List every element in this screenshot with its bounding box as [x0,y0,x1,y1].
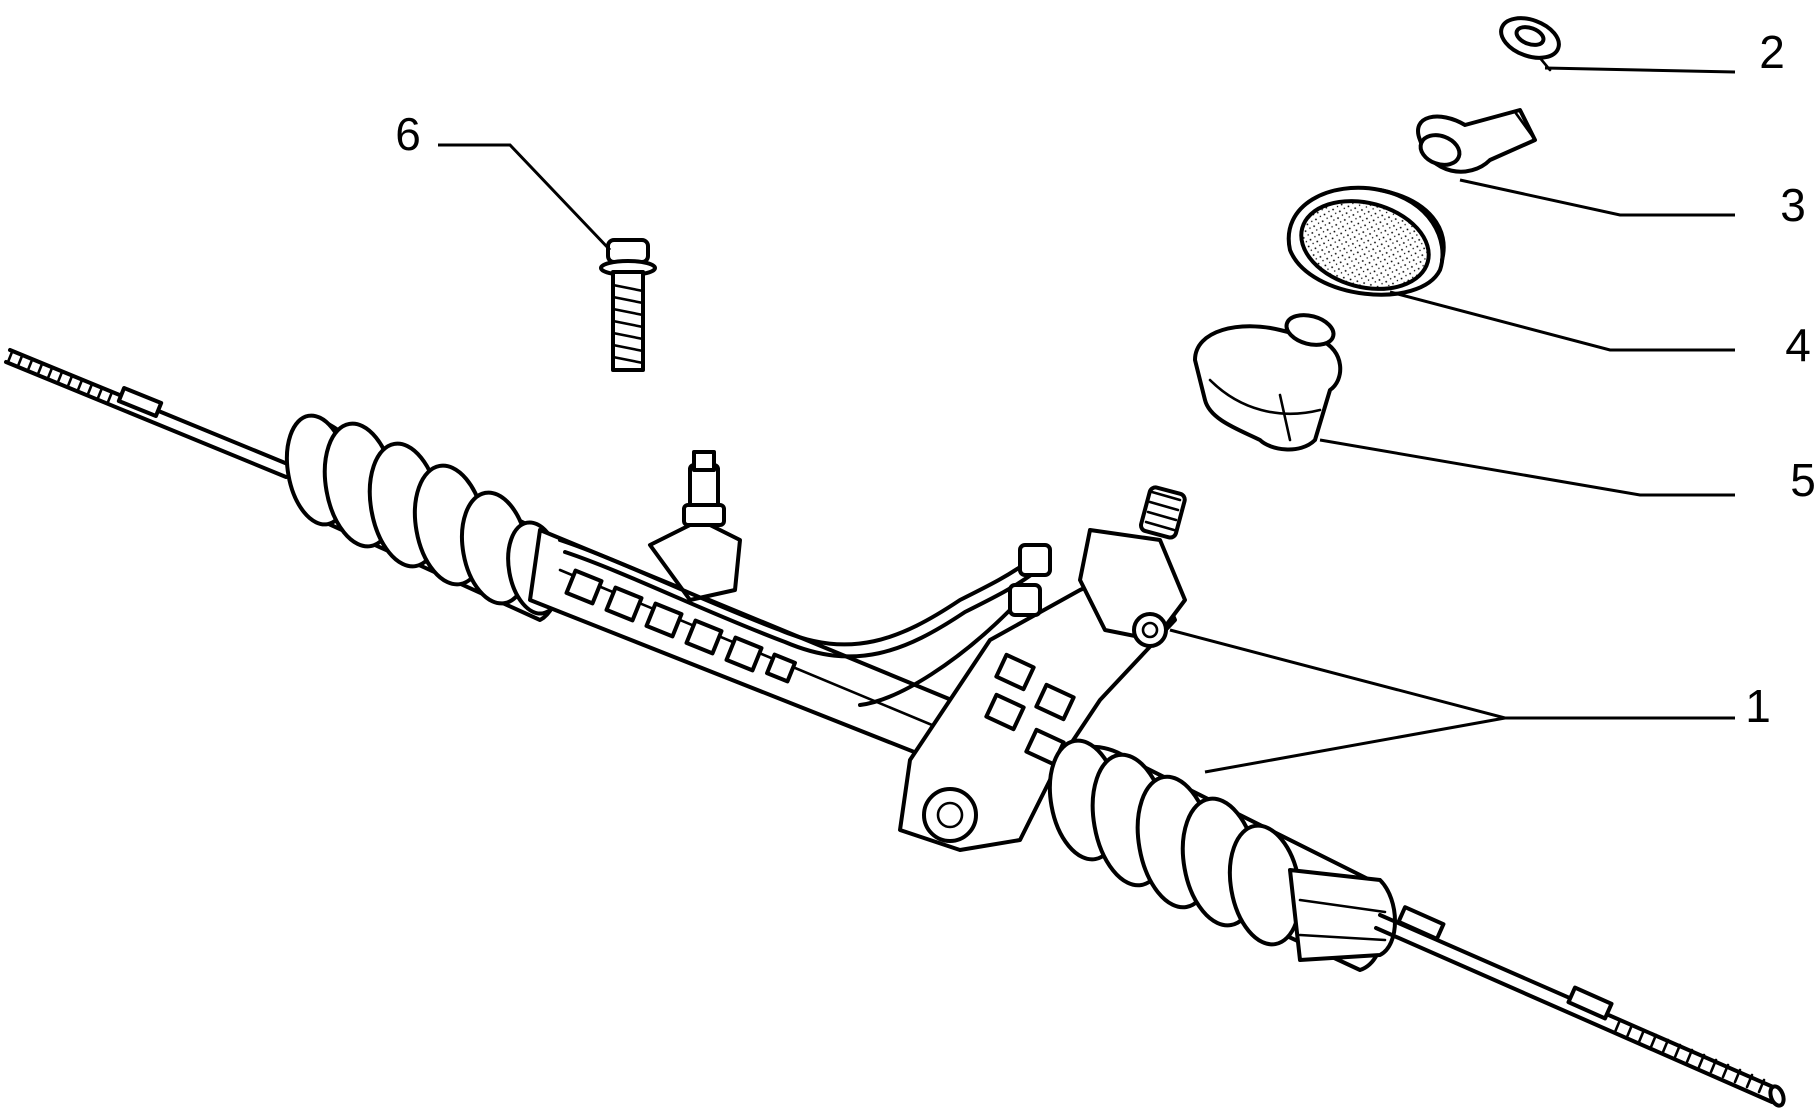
leader-line-1b [1204,716,1506,774]
pinion-valve-housing [898,485,1187,852]
leader-lines [438,66,1736,774]
leader-line-6 [438,143,612,252]
part-2-retaining-clip [1499,16,1561,72]
leader-line-5 [1319,438,1735,497]
callout-2: 2 [1759,26,1785,78]
callout-1: 1 [1745,680,1771,732]
right-boot [1047,738,1397,972]
left-boot [284,413,566,622]
hydraulic-pipes [558,538,1037,707]
part-6-flange-bolt [599,238,657,372]
leader-line-1a [1169,628,1735,720]
part-4-rubber-bushing [1286,185,1446,297]
callout-6: 6 [395,108,421,160]
rack-housing-tube [528,528,1002,782]
callout-3: 3 [1780,179,1806,231]
callout-labels: 2 3 4 5 6 1 [395,26,1816,732]
left-tie-rod [4,348,292,479]
leader-line-4 [1389,290,1735,352]
steering-rack-assembly [4,348,1786,1108]
mounting-bracket [648,450,742,602]
callout-4: 4 [1785,319,1811,371]
callout-5: 5 [1790,454,1816,506]
part-3-clamp-bracket [1416,108,1537,174]
leader-line-3 [1459,178,1735,217]
part-5-bushing-shell [1193,313,1343,452]
right-tie-rod [1374,905,1786,1108]
leader-line-2 [1544,66,1736,74]
